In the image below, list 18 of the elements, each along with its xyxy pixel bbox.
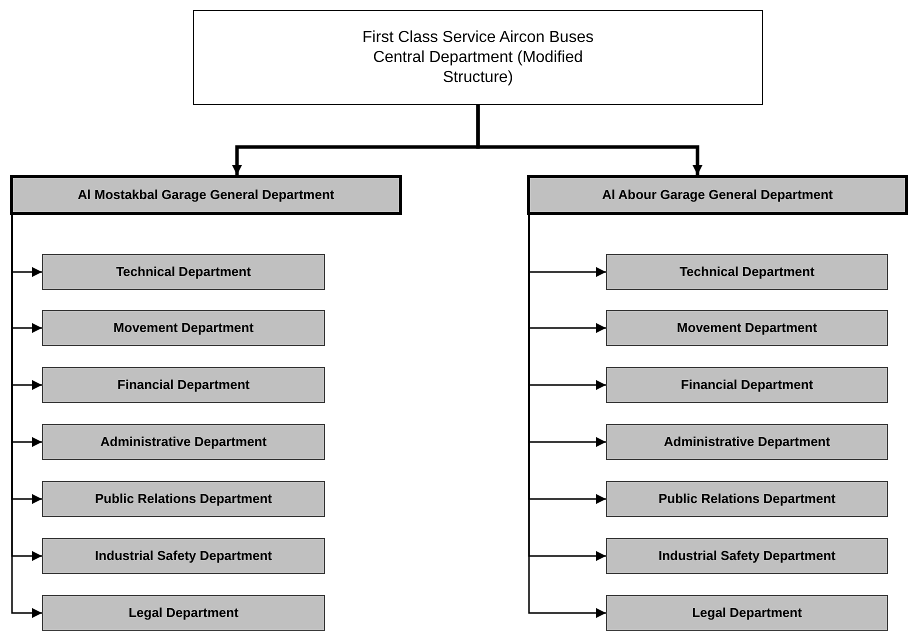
department-box: Legal Department <box>606 595 888 631</box>
department-box: Legal Department <box>42 595 325 631</box>
department-box: Al Mostakbal Garage General Department <box>10 175 402 215</box>
department-box: Movement Department <box>42 310 325 346</box>
department-box: Movement Department <box>606 310 888 346</box>
department-box: Financial Department <box>42 367 325 403</box>
department-box: Industrial Safety Department <box>606 538 888 574</box>
department-box: Al Abour Garage General Department <box>527 175 908 215</box>
department-box: Industrial Safety Department <box>42 538 325 574</box>
connector-arrow <box>476 105 702 175</box>
department-box: Technical Department <box>42 254 325 290</box>
department-box: First Class Service Aircon Buses Central Department (Modified Structure) <box>193 10 763 105</box>
department-box: Public Relations Department <box>42 481 325 517</box>
department-box: Public Relations Department <box>606 481 888 517</box>
department-box: Technical Department <box>606 254 888 290</box>
department-box: Administrative Department <box>606 424 888 460</box>
department-box: Financial Department <box>606 367 888 403</box>
department-box: Administrative Department <box>42 424 325 460</box>
